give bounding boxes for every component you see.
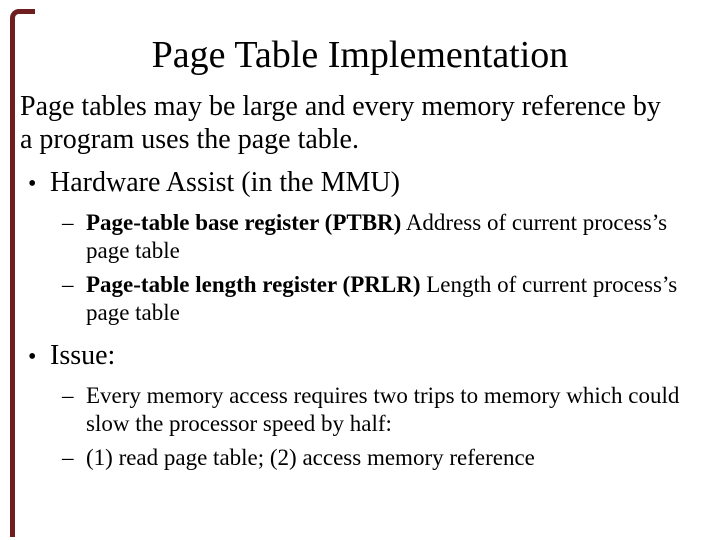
sub-bullet-text: Address of current process’s page table (86, 209, 668, 263)
sub-bullet-read-access: –(1) read page table; (2) access memory … (62, 444, 686, 472)
bullet-item-hardware-assist: • Hardware Assist (in the MMU) (28, 166, 720, 201)
bullet-item-issue: • Issue: (28, 339, 720, 374)
bullet-dot-icon: • (28, 170, 37, 197)
sub-bullet-bold-text: Page-table length register (PRLR) (86, 271, 421, 297)
dash-bullet-icon: – (62, 271, 74, 297)
dash-bullet-icon: – (62, 382, 74, 408)
bullet-label: Hardware Assist (in the MMU) (50, 166, 400, 198)
sub-bullet-prlr: –Page-table length register (PRLR) Lengt… (62, 271, 686, 327)
sub-bullet-bold-text: Page-table base register (PTBR) (86, 209, 402, 235)
bullet-label: Issue: (50, 339, 116, 371)
sub-bullet-text: Every memory access requires two trips t… (86, 382, 680, 436)
page-title: Page Table Implementation (151, 34, 569, 76)
slide-frame-border (10, 9, 35, 537)
sub-bullet-text: Length of current process’s page table (86, 271, 678, 325)
sub-bullet-text: (1) read page table; (2) access memory r… (86, 444, 535, 470)
bullet-dot-icon: • (28, 343, 37, 370)
dash-bullet-icon: – (62, 209, 74, 235)
sub-bullet-ptbr: –Page-table base register (PTBR) Address… (62, 209, 686, 265)
dash-bullet-icon: – (62, 444, 74, 470)
sub-bullet-two-trips: –Every memory access requires two trips … (62, 382, 686, 438)
intro-paragraph: Page tables may be large and every memor… (20, 90, 661, 155)
